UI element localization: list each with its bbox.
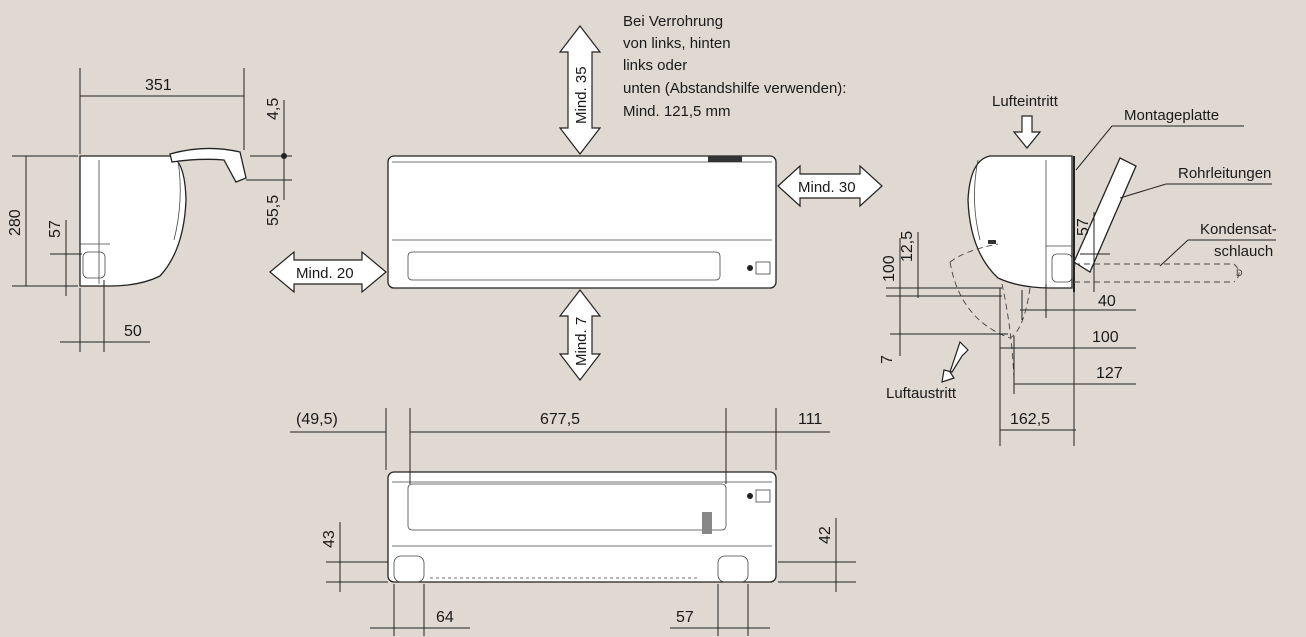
clear-bottom: Mind. 7 <box>573 317 590 366</box>
label-drain-1: Kondensat- <box>1200 221 1277 238</box>
dim-55-5: 55,5 <box>265 195 282 226</box>
bottom-view: (49,5) 677,5 111 43 42 64 57 <box>290 408 856 636</box>
dim-111: 111 <box>798 411 822 428</box>
right-side-view: D Lufteintritt Luftaustritt Montageplatt… <box>879 93 1277 446</box>
label-air-inlet: Lufteintritt <box>992 93 1059 110</box>
front-unit-body <box>387 155 777 289</box>
dim-40: 40 <box>1098 293 1116 310</box>
label-drain-2: schlauch <box>1214 243 1273 260</box>
note-line-4: unten (Abstandshilfe verwenden): <box>623 80 846 97</box>
note-line-2: von links, hinten <box>623 35 731 52</box>
left-pipe <box>169 147 247 183</box>
clearance-right-arrow <box>777 164 883 208</box>
left-side-view: 351 4,5 55,5 280 57 50 <box>7 68 292 352</box>
front-view: Mind. 35 Bei Verrohrung von links, hinte… <box>269 13 883 381</box>
dim-280: 280 <box>7 209 24 236</box>
note-line-3: links oder <box>623 57 687 74</box>
dim-127: 127 <box>1096 365 1123 382</box>
clear-left: Mind. 20 <box>296 265 354 282</box>
label-air-outlet: Luftaustritt <box>886 385 957 402</box>
bottom-unit-body <box>387 471 777 583</box>
dim-100-h: 100 <box>1092 329 1119 346</box>
svg-text:D: D <box>1236 268 1243 278</box>
clearance-bottom-arrow <box>558 289 602 381</box>
dim-351: 351 <box>145 77 172 94</box>
clear-right: Mind. 30 <box>798 179 856 196</box>
dim-42: 42 <box>817 526 834 544</box>
dim-162-5: 162,5 <box>1010 411 1050 428</box>
dim-7: 7 <box>879 355 896 364</box>
label-mounting-plate: Montageplatte <box>1124 107 1219 124</box>
dim-49-5: (49,5) <box>296 411 338 428</box>
dim-57-bottom: 57 <box>676 609 694 626</box>
right-piping <box>1073 157 1137 273</box>
clearance-top-arrow <box>558 25 602 155</box>
dim-50: 50 <box>124 323 142 340</box>
dim-12-5: 12,5 <box>899 231 916 262</box>
dim-64: 64 <box>436 609 454 626</box>
dim-100-v: 100 <box>881 255 898 282</box>
air-inlet-arrow <box>1012 115 1042 149</box>
dim-57-right: 57 <box>1075 218 1092 236</box>
clearance-left-arrow <box>269 250 387 294</box>
note-line-5: Mind. 121,5 mm <box>623 103 731 120</box>
dim-677-5: 677,5 <box>540 411 580 428</box>
air-outlet-arrow <box>941 340 969 383</box>
dim-57-left: 57 <box>47 220 64 238</box>
right-unit-body <box>967 155 1073 289</box>
label-piping: Rohrleitungen <box>1178 165 1271 182</box>
dim-4-5: 4,5 <box>265 98 282 120</box>
left-unit-body <box>79 155 187 287</box>
note-line-1: Bei Verrohrung <box>623 13 723 30</box>
clear-top: Mind. 35 <box>573 66 590 124</box>
dim-43: 43 <box>321 530 338 548</box>
